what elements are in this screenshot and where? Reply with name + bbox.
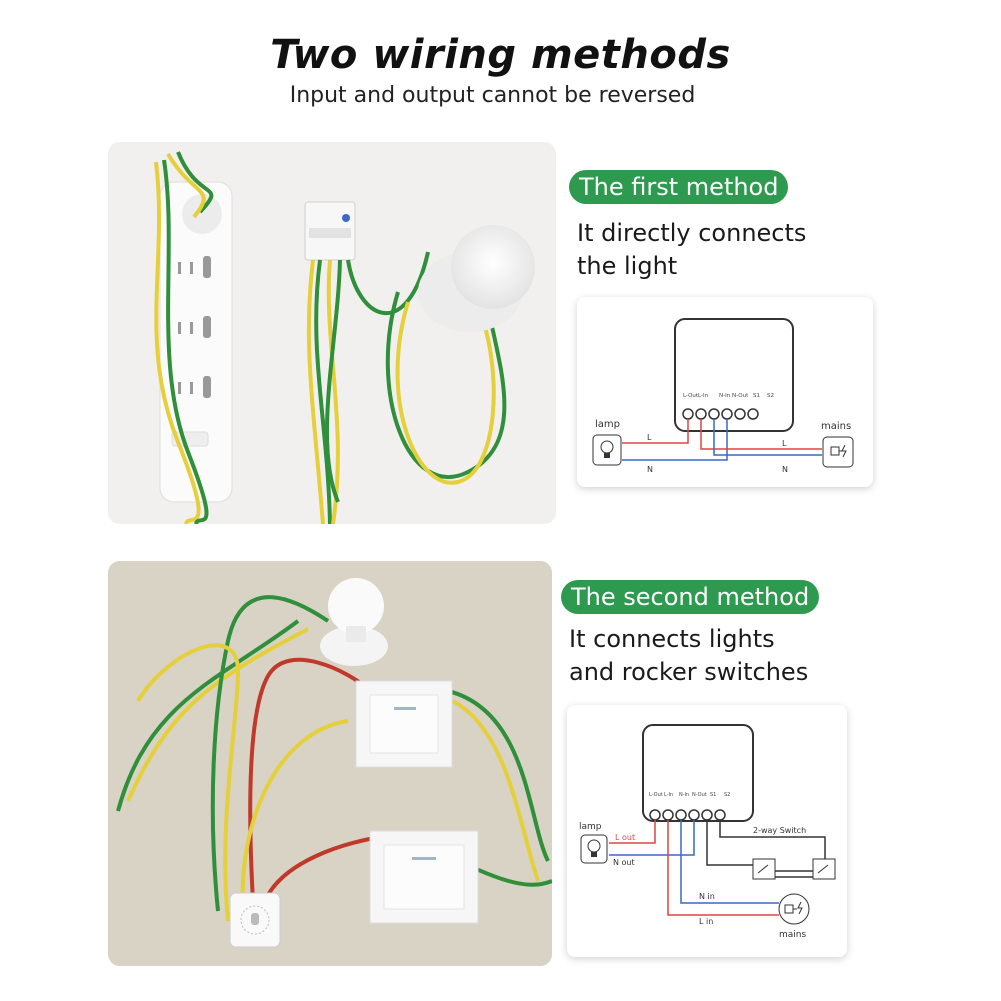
terminal-label: S1: [710, 792, 716, 798]
method1-desc-line1: It directly connects: [577, 219, 807, 247]
smart-module: [229, 892, 281, 948]
rocker-switch-2: [369, 830, 479, 924]
lamp-icon: [580, 834, 608, 864]
page-title: Two wiring methods: [270, 32, 731, 78]
mains-label: mains: [779, 930, 806, 940]
ceiling-bulb: [418, 225, 535, 332]
wire-n-right: N: [782, 465, 788, 474]
terminal-label: L-Out: [649, 792, 663, 798]
method1-desc-line2: the light: [577, 252, 678, 280]
mains-plug-icon: [822, 436, 854, 468]
method1-photo: [108, 142, 556, 524]
terminal-label: N-Out: [692, 792, 707, 798]
terminal-block: [649, 809, 726, 821]
terminal-block: [682, 408, 759, 420]
terminal-label: L-In: [698, 393, 709, 399]
mains-plug-icon: [778, 893, 810, 925]
lamp-label: lamp: [595, 419, 620, 430]
method2-photo: [108, 561, 552, 966]
two-way-switch: [752, 858, 836, 880]
terminal-label: N-In: [719, 393, 731, 399]
lamp-label: lamp: [579, 822, 602, 832]
page-subtitle: Input and output cannot be reversed: [289, 83, 696, 108]
switch-label: 2-way Switch: [753, 826, 806, 835]
wire-n-left: N: [647, 465, 653, 474]
method2-badge: The second method: [561, 580, 820, 614]
method2-desc-line1: It connects lights: [569, 625, 775, 653]
rocker-switch-1: [355, 680, 453, 768]
method1-wiring-diagram: L-Out L-In N-In N-Out S1 S2 lamp L N L N: [577, 297, 873, 487]
terminal-label: L-Out: [683, 393, 699, 399]
mains-label: mains: [821, 421, 851, 432]
wire-l-in-label: L in: [699, 917, 713, 926]
method2-desc-line2: and rocker switches: [569, 658, 809, 686]
wire-l-out-label: L out: [615, 833, 635, 842]
lamp-icon: [592, 434, 622, 466]
power-strip: [159, 181, 233, 503]
terminal-label: S2: [767, 393, 774, 399]
terminal-label: N-Out: [732, 393, 749, 399]
wire-n-out-label: N out: [613, 858, 635, 867]
wire-l-right: L: [782, 439, 787, 448]
wire-l-left: L: [647, 433, 652, 442]
terminal-label: N-In: [679, 792, 689, 798]
method1-badge: The first method: [569, 170, 789, 204]
method2-description: It connects lights and rocker switches: [569, 623, 889, 689]
wire-n-in-label: N in: [699, 892, 715, 901]
terminal-label: S1: [753, 393, 760, 399]
method2-wiring-diagram: L-Out L-In N-In N-Out S1 S2 2-way Switch: [567, 705, 847, 957]
method1-description: It directly connects the light: [577, 217, 877, 283]
desk-bulb: [320, 578, 388, 666]
terminal-label: L-In: [664, 792, 673, 798]
terminal-label: S2: [724, 792, 730, 798]
smart-module: [304, 201, 356, 261]
